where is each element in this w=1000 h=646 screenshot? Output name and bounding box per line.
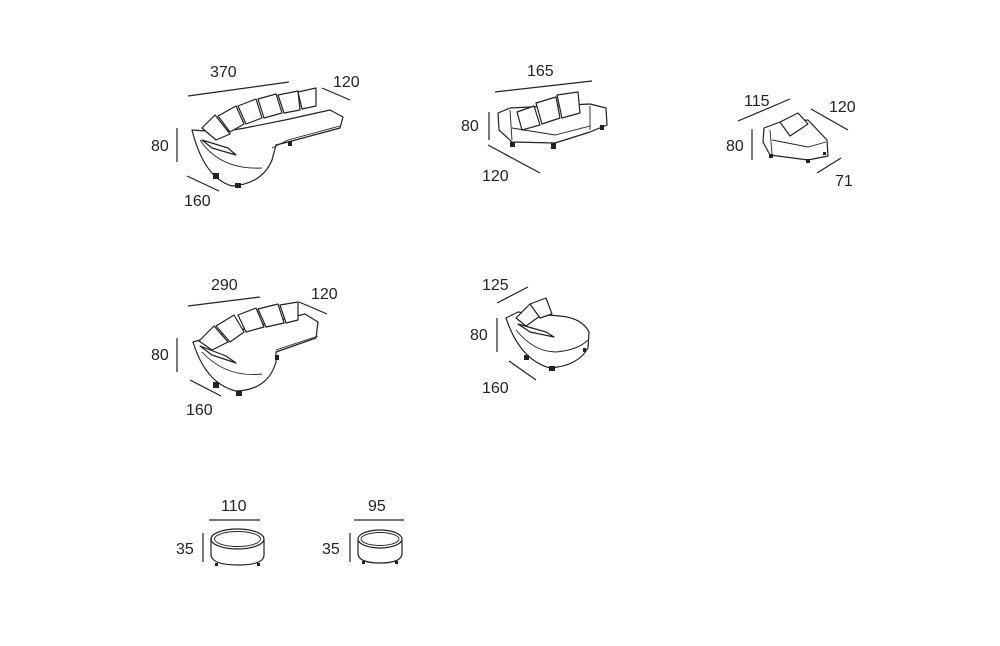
dim-label-depth: 120 — [482, 168, 509, 185]
dim-label-depth: 120 — [333, 74, 360, 91]
dim-label-height: 35 — [176, 541, 194, 558]
straight-sofa-drawing — [497, 91, 608, 149]
dim-line-length — [187, 296, 261, 307]
dim-line-length — [496, 286, 529, 304]
dim-line-seat — [816, 157, 842, 174]
armchair-small: 115 120 80 71 — [726, 93, 856, 190]
dim-label-depth: 160 — [482, 380, 509, 397]
dim-label-length: 165 — [527, 63, 554, 80]
dim-line-depth — [321, 87, 351, 101]
dim-line-depth — [508, 360, 537, 381]
corner-sofa-large-drawing — [191, 87, 344, 188]
dim-label-chaise: 160 — [186, 402, 213, 419]
dim-label-height: 80 — [726, 138, 744, 155]
dim-label-height: 80 — [470, 327, 488, 344]
dim-line-chaise — [189, 379, 222, 397]
dim-label-length: 370 — [210, 64, 237, 81]
dim-line-length — [494, 80, 593, 93]
armchair-small-drawing — [762, 112, 829, 163]
dim-line-length — [187, 81, 290, 97]
dim-label-length: 290 — [211, 277, 238, 294]
straight-sofa: 165 80 120 — [461, 63, 608, 185]
pouf-small-drawing — [357, 529, 403, 564]
corner-sofa-large: 370 120 80 160 — [151, 64, 360, 210]
dim-line-depth — [810, 108, 849, 131]
dim-line-depth — [298, 301, 328, 315]
dim-line-chaise — [186, 175, 220, 192]
dim-label-height: 80 — [151, 347, 169, 364]
dim-label-depth: 120 — [311, 286, 338, 303]
dim-label-depth: 120 — [829, 99, 856, 116]
chaise-chair-drawing — [505, 297, 590, 371]
chaise-chair: 125 80 160 — [470, 277, 590, 397]
dim-label-width: 95 — [368, 498, 386, 515]
pouf-large-drawing — [210, 528, 265, 566]
dim-label-width: 110 — [221, 498, 247, 515]
dim-label-height: 80 — [151, 138, 169, 155]
corner-sofa-medium: 290 120 80 160 — [151, 277, 338, 419]
pouf-small: 95 35 — [322, 498, 404, 564]
dim-label-seat: 71 — [835, 173, 853, 190]
dim-line-length — [737, 98, 791, 122]
dim-label-chaise: 160 — [184, 193, 211, 210]
dim-label-length: 115 — [744, 93, 770, 110]
dim-line-depth — [487, 144, 541, 174]
dim-label-height: 80 — [461, 118, 479, 135]
dim-label-length: 125 — [482, 277, 509, 294]
pouf-large: 110 35 — [176, 498, 265, 566]
corner-sofa-medium-drawing — [192, 301, 319, 396]
dim-label-height: 35 — [322, 541, 340, 558]
